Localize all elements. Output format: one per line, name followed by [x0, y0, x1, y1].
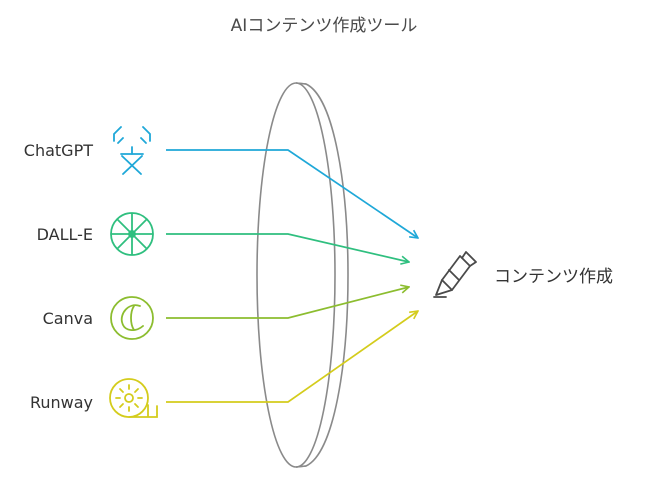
connector-runway	[166, 311, 418, 403]
source-label-canva: Canva	[42, 309, 93, 328]
source-label-chatgpt: ChatGPT	[23, 141, 93, 160]
target-label: コンテンツ作成	[494, 267, 613, 287]
canva-logo-icon	[110, 296, 154, 340]
lens-shape	[256, 82, 349, 468]
connector-chatgpt	[166, 149, 418, 238]
source-label-dall-e: DALL-E	[36, 225, 93, 244]
connectors	[166, 149, 418, 403]
pen-icon	[433, 251, 477, 298]
source-label-runway: Runway	[29, 393, 93, 412]
connector-canva	[166, 287, 409, 319]
wheel-icon	[110, 212, 154, 256]
connector-dall-e	[166, 233, 409, 262]
translate-icon	[113, 126, 151, 175]
diagram-title: AIコンテンツ作成ツール	[230, 16, 418, 36]
film-reel-icon	[109, 378, 158, 418]
